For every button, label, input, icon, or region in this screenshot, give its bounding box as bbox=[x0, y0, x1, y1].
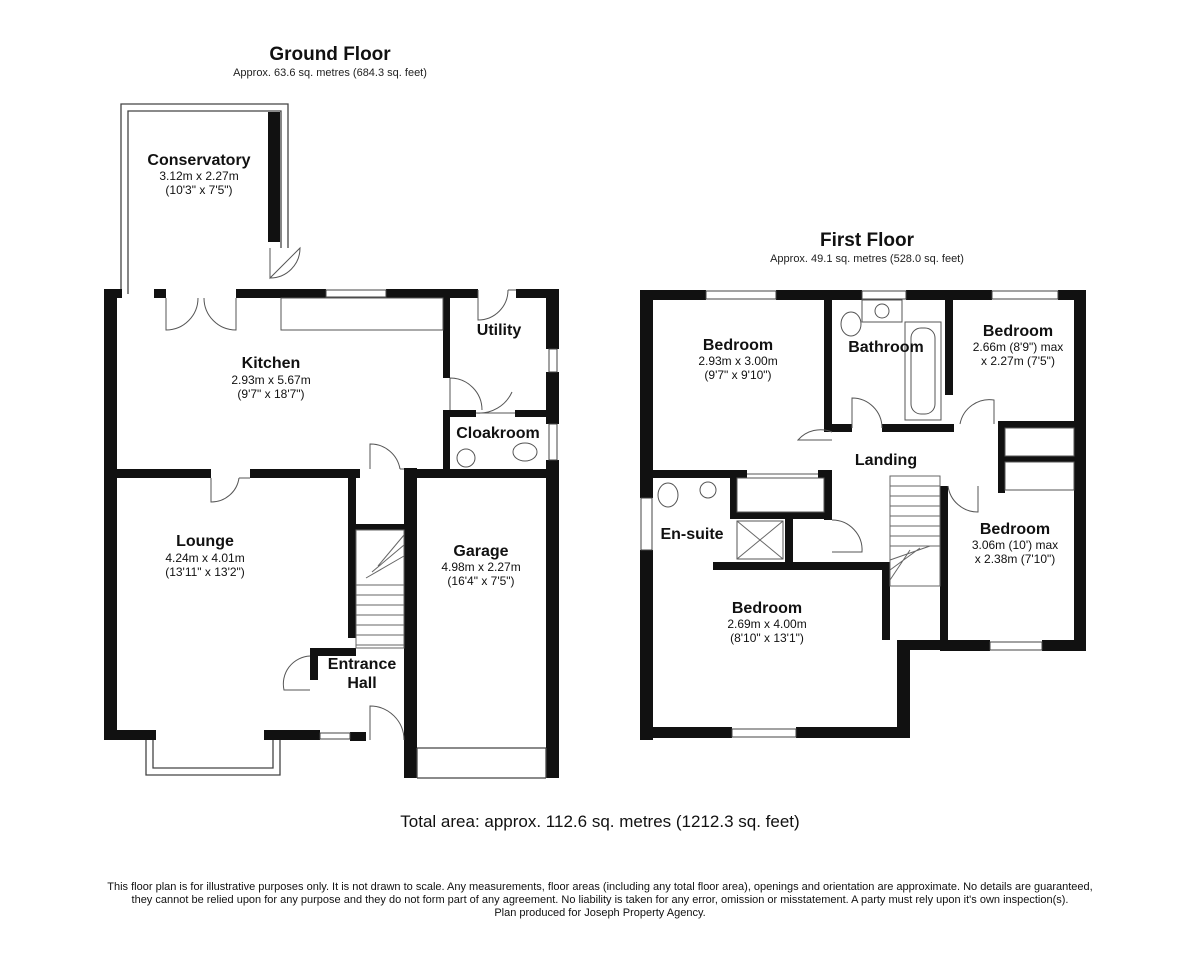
cloakroom-wc bbox=[512, 442, 538, 462]
room-name: Bedroom bbox=[980, 521, 1050, 538]
lounge-hall-door bbox=[282, 655, 311, 691]
room-dimensions-imperial: (16'4" x 7'5") bbox=[447, 574, 514, 588]
kitchen-worktop bbox=[280, 297, 444, 331]
disclaimer-line2: they cannot be relied upon for any purpo… bbox=[131, 894, 1069, 906]
room-dimensions-metric: 2.93m x 5.67m bbox=[231, 373, 310, 387]
room-dimensions-metric: 4.24m x 4.01m bbox=[165, 551, 244, 565]
total-area: Total area: approx. 112.6 sq. metres (12… bbox=[400, 812, 800, 831]
conservatory-frame bbox=[120, 103, 289, 294]
disclaimer-line3: Plan produced for Joseph Property Agency… bbox=[494, 907, 706, 919]
room-dimensions-metric: 2.93m x 3.00m bbox=[698, 354, 777, 368]
room-dimensions-line2: x 2.38m (7'10") bbox=[975, 552, 1056, 566]
room-bedroom-right: Bedroom 3.06m (10') max x 2.38m (7'10") bbox=[972, 521, 1058, 566]
en-suite-fixtures bbox=[657, 481, 784, 560]
room-name: Lounge bbox=[176, 533, 234, 550]
ground-floor-plan: Ground Floor Approx. 63.6 sq. metres (68… bbox=[104, 44, 559, 779]
lounge-door bbox=[210, 477, 250, 503]
ground-floor-title: Ground Floor bbox=[269, 44, 391, 65]
ground-floor-stairs bbox=[355, 529, 405, 649]
room-name: Garage bbox=[453, 543, 508, 560]
room-name: Conservatory bbox=[147, 152, 250, 169]
first-floor-title: First Floor bbox=[820, 230, 915, 251]
room-dimensions-metric: 2.69m x 4.00m bbox=[727, 617, 806, 631]
room-bedroom-top-left: Bedroom 2.93m x 3.00m (9'7" x 9'10") bbox=[698, 337, 777, 382]
first-floor-windows bbox=[640, 290, 1059, 738]
room-dimensions-metric: 4.98m x 2.27m bbox=[441, 560, 520, 574]
room-name-line2: Hall bbox=[347, 675, 376, 692]
room-name: En-suite bbox=[660, 526, 723, 543]
first-floor-walls bbox=[640, 290, 1086, 740]
kitchen-hall-door bbox=[369, 443, 404, 470]
room-bedroom-bottom: Bedroom 2.69m x 4.00m (8'10" x 13'1") bbox=[727, 600, 806, 645]
first-floor-stairs bbox=[889, 475, 941, 587]
room-entrance-hall: Entrance Hall bbox=[328, 656, 397, 692]
ground-floor-windows bbox=[145, 289, 558, 776]
cloakroom-door bbox=[475, 391, 515, 414]
kitchen-utility-door bbox=[449, 377, 483, 411]
front-door bbox=[369, 705, 405, 741]
ground-floor-area: Approx. 63.6 sq. metres (684.3 sq. feet) bbox=[233, 67, 427, 79]
room-dimensions-line2: x 2.27m (7'5") bbox=[981, 354, 1055, 368]
ground-floor-walls bbox=[104, 289, 559, 778]
room-bathroom: Bathroom bbox=[848, 339, 924, 356]
room-dimensions-imperial: (10'3" x 7'5") bbox=[165, 183, 232, 197]
room-cloakroom: Cloakroom bbox=[456, 425, 540, 442]
utility-door bbox=[477, 289, 516, 321]
cloakroom-basin bbox=[456, 448, 476, 468]
first-floor-plan: First Floor Approx. 49.1 sq. metres (528… bbox=[640, 230, 1086, 740]
room-dimensions-line1: 2.66m (8'9") max bbox=[973, 340, 1064, 354]
room-name: Landing bbox=[855, 452, 917, 469]
room-dimensions-imperial: (13'11" x 13'2") bbox=[165, 565, 245, 579]
room-landing: Landing bbox=[855, 452, 917, 469]
room-utility: Utility bbox=[477, 322, 522, 339]
room-name: Utility bbox=[477, 322, 522, 339]
room-name: Kitchen bbox=[242, 355, 301, 372]
room-name-line1: Entrance bbox=[328, 656, 397, 673]
disclaimer: This floor plan is for illustrative purp… bbox=[40, 881, 1160, 920]
room-dimensions-metric: 3.12m x 2.27m bbox=[159, 169, 238, 183]
room-name: Cloakroom bbox=[456, 425, 540, 442]
room-dimensions-imperial: (8'10" x 13'1") bbox=[730, 631, 804, 645]
disclaimer-line1: This floor plan is for illustrative purp… bbox=[107, 881, 1093, 893]
room-en-suite: En-suite bbox=[660, 526, 723, 543]
room-lounge: Lounge 4.24m x 4.01m (13'11" x 13'2") bbox=[165, 533, 245, 579]
room-name: Bedroom bbox=[703, 337, 773, 354]
room-name: Bathroom bbox=[848, 339, 924, 356]
room-dimensions-imperial: (9'7" x 9'10") bbox=[704, 368, 771, 382]
room-bedroom-top-right: Bedroom 2.66m (8'9") max x 2.27m (7'5") bbox=[973, 323, 1064, 368]
room-name: Bedroom bbox=[983, 323, 1053, 340]
room-name: Bedroom bbox=[732, 600, 802, 617]
conservatory-doors bbox=[165, 246, 301, 331]
garage-door bbox=[416, 747, 547, 779]
room-garage: Garage 4.98m x 2.27m (16'4" x 7'5") bbox=[441, 543, 520, 588]
bathroom-fixtures bbox=[840, 299, 942, 421]
first-floor-cupboards bbox=[736, 427, 1075, 513]
first-floor-area: Approx. 49.1 sq. metres (528.0 sq. feet) bbox=[770, 253, 964, 265]
room-conservatory: Conservatory 3.12m x 2.27m (10'3" x 7'5"… bbox=[147, 152, 250, 197]
room-dimensions-imperial: (9'7" x 18'7") bbox=[237, 387, 304, 401]
room-kitchen: Kitchen 2.93m x 5.67m (9'7" x 18'7") bbox=[231, 355, 310, 401]
room-dimensions-line1: 3.06m (10') max bbox=[972, 538, 1058, 552]
first-floor-doors bbox=[747, 397, 995, 553]
